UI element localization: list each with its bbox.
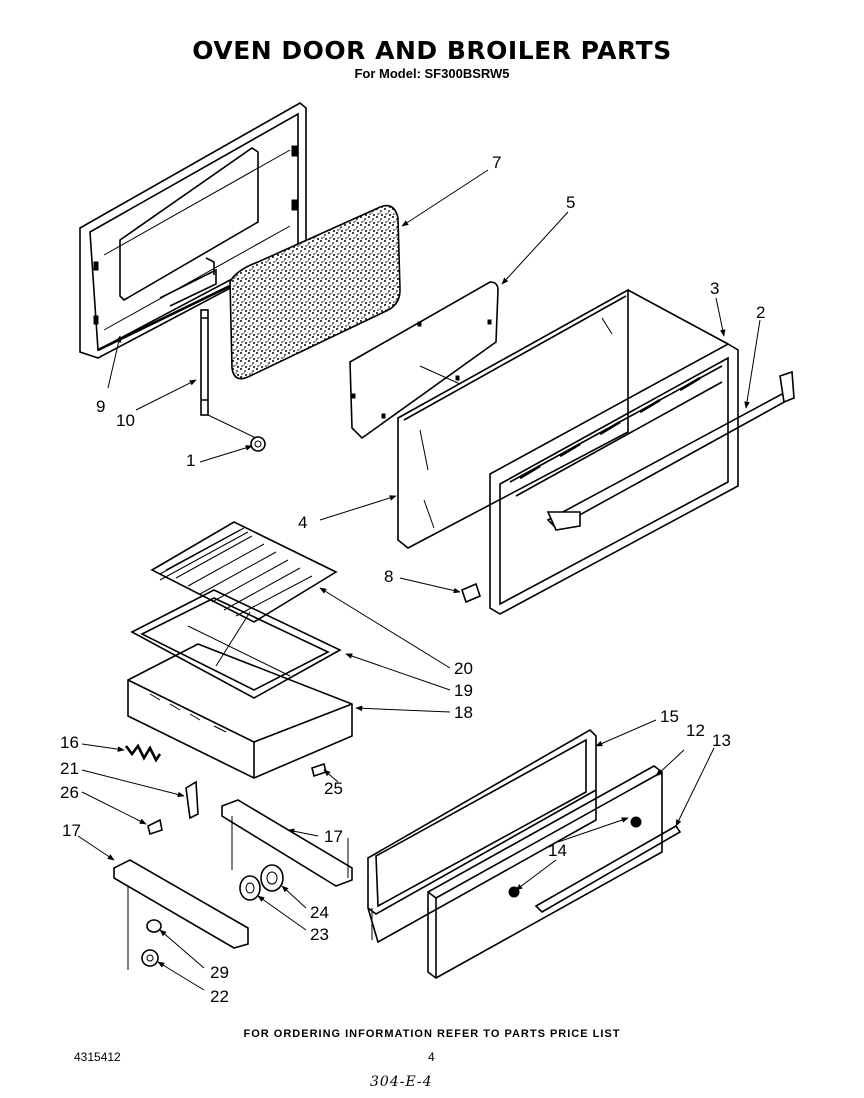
callout-8: 8 [384,567,393,586]
broiler-spring [124,743,162,763]
callout-12: 12 [686,721,705,740]
callout-17-right: 17 [324,827,343,846]
callout-24: 24 [310,903,329,922]
callout-14: 14 [548,841,567,860]
callout-17-left: 17 [62,821,81,840]
callout-4: 4 [298,513,307,532]
handwritten-reference: 304-E-4 [370,1074,433,1090]
support-bracket-right [221,799,353,887]
callout-5: 5 [566,193,575,212]
document-number: 4315412 [74,1050,121,1064]
clip-25 [311,762,327,778]
callout-21: 21 [60,759,79,778]
callout-labels: 1 2 3 4 5 7 8 9 10 12 13 14 15 16 17 17 … [60,153,765,1006]
outer-door-glass [397,288,629,549]
page-number: 4 [428,1050,435,1064]
callout-25: 25 [324,779,343,798]
drawer-front-panel [427,765,663,979]
support-bracket-left [113,859,249,970]
callout-22: 22 [210,987,229,1006]
page-title: OVEN DOOR AND BROILER PARTS [192,36,672,65]
broiler-pan [127,643,353,779]
drawer-trim-strip [534,824,682,914]
callout-18: 18 [454,703,473,722]
callout-leaders [77,169,761,991]
callout-23: 23 [310,925,329,944]
callout-16: 16 [60,733,79,752]
broiler-pan-insert [130,589,342,699]
nut-parts [141,919,162,967]
callout-13: 13 [712,731,731,750]
door-hinge-clip [461,582,481,604]
door-spring-rod [200,309,257,439]
broiler-latch [185,780,199,820]
callout-1: 1 [186,451,195,470]
callout-29: 29 [210,963,229,982]
callout-15: 15 [660,707,679,726]
callout-2: 2 [756,303,765,322]
model-subtitle: For Model: SF300BSRW5 [354,66,510,81]
callout-20: 20 [454,659,473,678]
callout-3: 3 [710,279,719,298]
door-handle [546,370,795,531]
door-insulation [229,204,401,380]
callout-26: 26 [60,783,79,802]
broiler-grid [150,521,338,623]
screw-26 [147,818,163,836]
callout-7: 7 [492,153,501,172]
ordering-note: FOR ORDERING INFORMATION REFER TO PARTS … [243,1028,621,1040]
inner-glass [349,281,499,440]
outer-door-frame [489,289,739,615]
callout-10: 10 [116,411,135,430]
drawer-liner-panel [367,729,597,944]
callout-19: 19 [454,681,473,700]
roller-assembly [239,864,284,901]
callout-9: 9 [96,397,105,416]
screw-1 [250,436,266,452]
